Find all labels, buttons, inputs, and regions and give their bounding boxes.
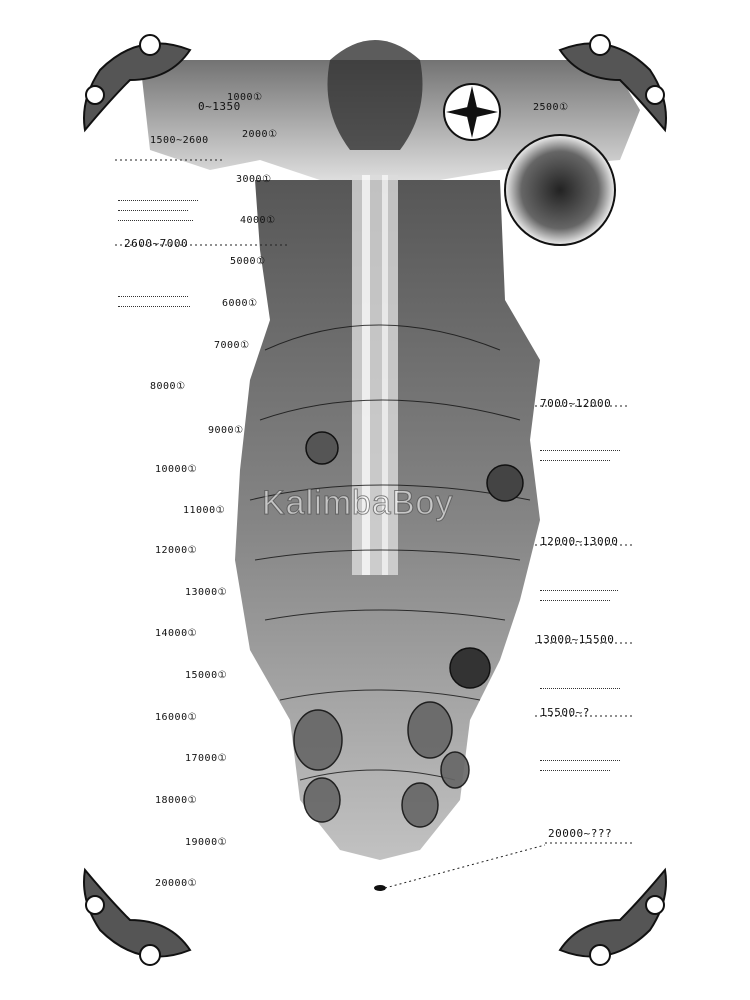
script-note <box>118 220 193 223</box>
script-note <box>540 590 618 593</box>
depth-scale-label: 3000① <box>236 174 272 185</box>
depth-scale-label: 18000① <box>155 795 198 806</box>
script-note <box>540 760 620 763</box>
script-note <box>118 210 188 213</box>
compass-rose-medallion <box>443 83 501 141</box>
script-note <box>540 460 610 463</box>
depth-scale-label: 7000① <box>214 340 250 351</box>
depth-scale-label: 15000① <box>185 670 228 681</box>
depth-range-label: 2600~7000 <box>124 237 189 250</box>
depth-scale-label: 4000① <box>240 215 276 226</box>
depth-scale-label: 20000① <box>155 878 198 889</box>
depth-range-label: 20000~??? <box>548 827 613 840</box>
depth-range-label: 12000~13000 <box>540 535 619 548</box>
depth-scale-label: 16000① <box>155 712 198 723</box>
depth-range-label: 2500① <box>533 102 569 113</box>
depth-scale-label: 13000① <box>185 587 228 598</box>
depth-scale-label: 2000① <box>242 129 278 140</box>
depth-scale-label: 19000① <box>185 837 228 848</box>
script-note <box>118 306 190 309</box>
watermark: KalimbaBoy <box>261 484 454 523</box>
depth-range-label: 7000~12000 <box>540 397 612 410</box>
depth-scale-label: 1000① <box>227 92 263 103</box>
depth-scale-label: 12000① <box>155 545 198 556</box>
script-note <box>540 688 620 691</box>
script-note <box>540 600 610 603</box>
depth-range-label: 15500~? <box>540 706 590 719</box>
floral-corner-ornament <box>83 34 667 966</box>
depth-scale-label: 8000① <box>150 381 186 392</box>
depth-scale-label: 14000① <box>155 628 198 639</box>
script-note <box>118 200 198 203</box>
depth-scale-label: 6000① <box>222 298 258 309</box>
depth-scale-label: 17000① <box>185 753 228 764</box>
depth-scale-label: 10000① <box>155 464 198 475</box>
depth-scale-label: 9000① <box>208 425 244 436</box>
script-note <box>540 770 610 773</box>
depth-range-label: 13000~15500 <box>536 633 615 646</box>
script-note <box>540 450 620 453</box>
depth-range-label: 0~1350 <box>198 100 241 113</box>
depth-range-label: 1500~2600 <box>150 135 209 146</box>
script-note <box>118 296 188 299</box>
depth-scale-label: 11000① <box>183 505 226 516</box>
depth-scale-label: 5000① <box>230 256 266 267</box>
